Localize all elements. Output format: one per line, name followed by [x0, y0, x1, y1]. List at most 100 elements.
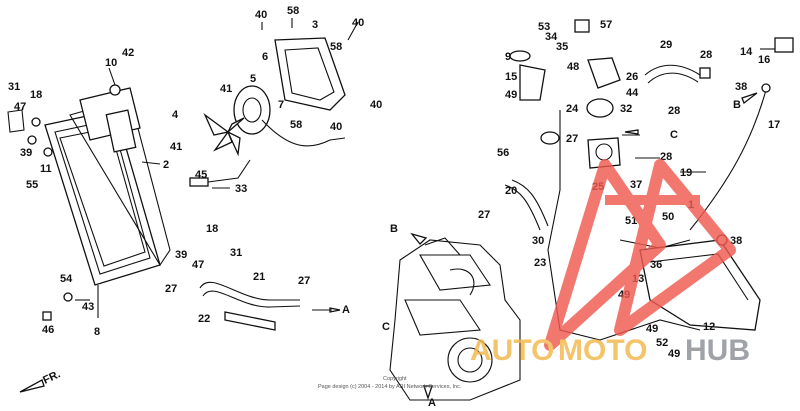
hose-23 — [547, 110, 601, 341]
callout-5: 5 — [250, 73, 256, 85]
callout-37: 37 — [630, 179, 642, 191]
filler-neck-15 — [519, 64, 546, 101]
callout-48: 48 — [567, 61, 579, 73]
callout-49: 49 — [668, 348, 680, 360]
bolt-38 — [761, 83, 771, 93]
callout-50: 50 — [662, 211, 674, 223]
callout-55: 55 — [26, 179, 38, 191]
callout-18: 18 — [206, 223, 218, 235]
logo-hub: HUB — [685, 334, 750, 367]
front-label: FR. — [41, 368, 62, 386]
callout-58: 58 — [330, 41, 342, 53]
fan-blade — [203, 112, 245, 157]
bolt — [109, 84, 121, 96]
callout-3: 3 — [312, 19, 318, 31]
callout-41: 41 — [170, 141, 182, 153]
ref-c: C — [382, 321, 390, 333]
callout-38: 38 — [735, 81, 747, 93]
callout-29: 29 — [660, 39, 672, 51]
callout-49: 49 — [505, 89, 517, 101]
callout-19: 19 — [680, 167, 692, 179]
callout-14: 14 — [740, 46, 753, 58]
callout-27: 27 — [165, 283, 177, 295]
callout-16: 16 — [758, 54, 770, 66]
fan-assembly — [189, 37, 346, 187]
fan-motor — [233, 85, 271, 135]
gasket-24 — [586, 98, 614, 118]
callout-38: 38 — [730, 235, 742, 247]
bracket-31 — [7, 109, 25, 133]
fan-shroud — [274, 37, 346, 111]
callout-49: 49 — [646, 323, 658, 335]
callout-44: 44 — [626, 87, 639, 99]
radiator-assembly — [7, 84, 171, 321]
callout-10: 10 — [105, 57, 117, 69]
callout-31: 31 — [8, 81, 20, 93]
callout-57: 57 — [600, 19, 612, 31]
cap-14 — [774, 37, 794, 53]
callout-28: 28 — [700, 49, 712, 61]
callout-2: 2 — [163, 159, 169, 171]
copyright: Copyright Page design (c) 2004 - 2014 by… — [318, 376, 462, 390]
svg-text:Copyright: Copyright — [383, 376, 407, 382]
callout-33: 33 — [235, 183, 247, 195]
callout-30: 30 — [532, 235, 544, 247]
callout-45: 45 — [195, 169, 207, 181]
callout-9: 9 — [505, 51, 511, 63]
logo-moto: MOTO — [558, 334, 647, 367]
hose-22 — [224, 311, 276, 331]
logo-auto: AUTO — [470, 334, 554, 367]
clamp-27 — [540, 131, 560, 145]
callout-53: 53 — [538, 21, 550, 33]
hose-21 — [199, 281, 300, 301]
svg-text:Page design (c) 2004 - 2014 by: Page design (c) 2004 - 2014 by ARI Netwo… — [318, 384, 462, 390]
callout-54: 54 — [60, 273, 73, 285]
callout-26: 26 — [626, 71, 638, 83]
callout-40: 40 — [330, 121, 342, 133]
callout-12: 12 — [703, 321, 715, 333]
callout-35: 35 — [556, 41, 568, 53]
callout-8: 8 — [94, 326, 100, 338]
callout-labels: 40 58 3 40 53 57 34 6 58 42 10 35 29 9 4… — [8, 5, 780, 360]
callout-24: 24 — [566, 103, 579, 115]
callout-39: 39 — [20, 147, 32, 159]
leader-lines — [75, 18, 775, 318]
ref-c: C — [670, 129, 678, 141]
callout-36: 36 — [650, 259, 662, 271]
callout-34: 34 — [545, 31, 558, 43]
callout-32: 32 — [620, 103, 632, 115]
callout-52: 52 — [656, 337, 668, 349]
callout-46: 46 — [42, 324, 54, 336]
automotohub-logo: AUTO MOTO HUB — [470, 159, 750, 367]
callout-4: 4 — [172, 109, 179, 121]
hose-20 — [504, 184, 541, 231]
bolt-53 — [574, 19, 590, 33]
callout-7: 7 — [278, 99, 284, 111]
cap-9 — [509, 50, 531, 62]
callout-15: 15 — [505, 71, 517, 83]
clamp-28 — [699, 67, 711, 79]
callout-41: 41 — [220, 83, 232, 95]
callout-17: 17 — [768, 119, 780, 131]
ref-a: A — [428, 397, 436, 409]
bolt-54 — [63, 292, 73, 302]
callout-28: 28 — [668, 105, 680, 117]
callout-27: 27 — [298, 275, 310, 287]
callout-58: 58 — [290, 119, 302, 131]
callout-39: 39 — [175, 249, 187, 261]
fan-wire — [261, 119, 346, 147]
callout-40: 40 — [255, 9, 267, 21]
ref-arrows — [19, 92, 758, 401]
callout-43: 43 — [82, 301, 94, 313]
thermostat-assembly — [509, 19, 794, 169]
callout-42: 42 — [122, 47, 134, 59]
callout-47: 47 — [192, 259, 204, 271]
grommet-46 — [42, 311, 52, 321]
callout-47: 47 — [14, 101, 26, 113]
engine-outline — [389, 237, 521, 401]
front-arrow — [19, 379, 45, 393]
ref-b: B — [733, 99, 741, 111]
callout-6: 6 — [262, 51, 268, 63]
callout-56: 56 — [497, 147, 509, 159]
